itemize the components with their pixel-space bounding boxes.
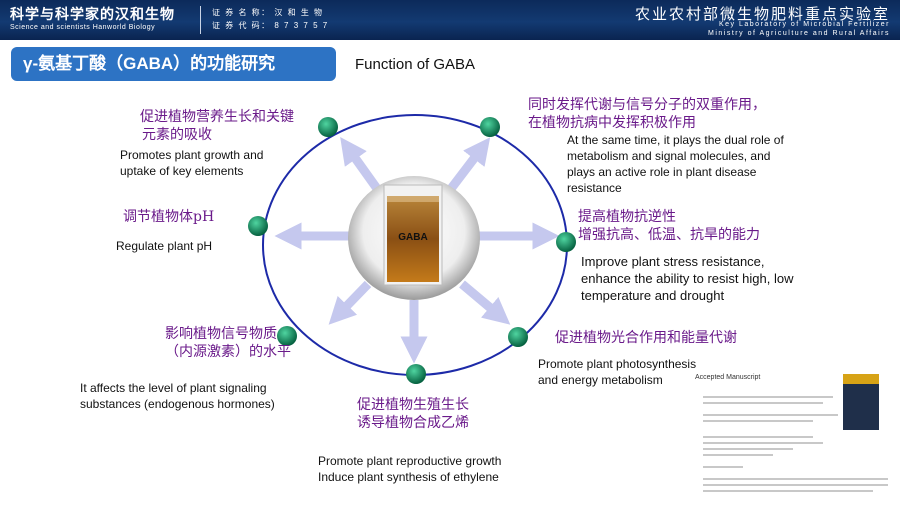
function-5-cn: 影响植物信号物质（内源激素）的水平 <box>165 326 291 360</box>
slide-title: γ-氨基丁酸（GABA）的功能研究 <box>11 47 336 81</box>
lab-title: 农业农村部微生物肥料重点实验室 <box>634 5 890 23</box>
function-3-cn: 调节植物体pH <box>123 209 215 225</box>
function-2-en: At the same time, it plays the dual role… <box>567 133 784 195</box>
header-banner: 科学与科学家的汉和生物 Science and scientists Hanwo… <box>0 0 900 40</box>
function-3-en: Regulate plant pH <box>116 239 213 253</box>
paper-thumbnail: Accepted Manuscript <box>695 370 895 502</box>
node-6 <box>508 327 528 347</box>
node-4 <box>556 232 576 252</box>
orbit-nodes <box>248 117 576 384</box>
function-4-en: Improve plant stress resistance,enhance … <box>581 254 794 303</box>
arrows <box>274 137 560 364</box>
function-2-cn: 同时发挥代谢与信号分子的双重作用，在植物抗病中发挥积极作用 <box>528 97 766 131</box>
arrow-se <box>459 280 511 325</box>
function-1-cn: 促进植物营养生长和关键元素的吸收 <box>140 109 294 143</box>
company-title: 科学与科学家的汉和生物 <box>10 7 175 23</box>
node-5 <box>277 326 297 346</box>
lab-title-en-1: Key Laboratory of Microbial Fertilizer <box>719 21 890 28</box>
lab-title-en-2: Ministry of Agriculture and Rural Affair… <box>708 30 890 37</box>
node-2 <box>480 117 500 137</box>
security-name: 证 券 名 称： 汉 和 生 物 <box>212 8 324 17</box>
node-7 <box>406 364 426 384</box>
paper-heading: Accepted Manuscript <box>695 374 761 381</box>
function-4-cn: 提高植物抗逆性增强抗高、低温、抗旱的能力 <box>578 209 760 243</box>
journal-cover-band <box>843 374 879 384</box>
header-divider <box>200 6 201 34</box>
gaba-glass-icon <box>383 184 443 286</box>
slide-title-en: Function of GABA <box>355 56 476 73</box>
arrow-ne <box>446 137 491 193</box>
arrow-sw <box>328 280 372 325</box>
node-3 <box>248 216 268 236</box>
node-1 <box>318 117 338 137</box>
function-6-cn: 促进植物光合作用和能量代谢 <box>555 330 737 346</box>
company-subtitle: Science and scientists Hanworld Biology <box>10 24 156 31</box>
function-7-cn: 促进植物生殖生长诱导植物合成乙烯 <box>357 397 469 431</box>
security-code: 证 券 代 码： 8 7 3 7 5 7 <box>212 21 329 30</box>
arrow-nw <box>340 137 382 193</box>
center-label: GABA <box>398 232 427 243</box>
